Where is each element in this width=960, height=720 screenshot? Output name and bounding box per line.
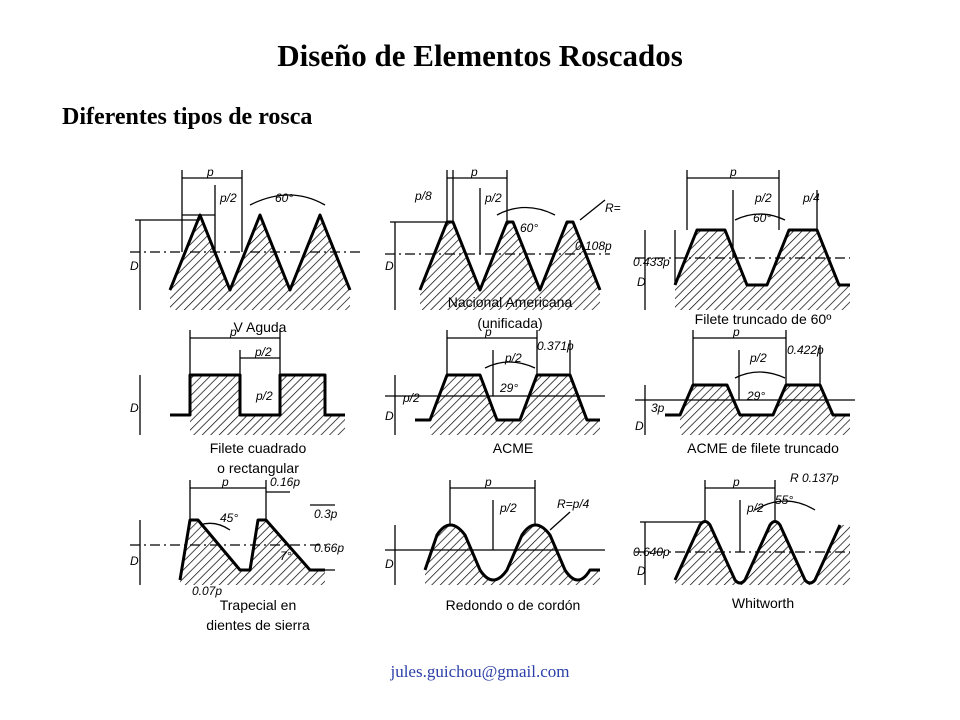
panel-acme-truncado: p p/2 0.422p 29° 3p D ACME de filete tru… bbox=[635, 325, 855, 456]
panel-truncado-60: p p/2 p/4 60° 0.433p D Filete truncado d… bbox=[633, 165, 850, 327]
trapecial-p-label: p bbox=[221, 475, 229, 489]
redondo-caption: Redondo o de cordón bbox=[446, 597, 581, 613]
acme-d-label: D bbox=[385, 409, 394, 423]
cuadrado-h-label: p/2 bbox=[255, 389, 273, 403]
whitworth-caption: Whitworth bbox=[732, 595, 794, 611]
panel-redondo: p p/2 R=p/4 D Redondo o de cordón bbox=[385, 475, 605, 613]
redondo-d-label: D bbox=[385, 557, 394, 571]
acme-p2-label: p/2 bbox=[504, 351, 522, 365]
acme-h-label: p/2 bbox=[402, 391, 420, 405]
whitworth-r-label: R 0.137p bbox=[790, 471, 839, 485]
trapecial-root-label: 0.07p bbox=[192, 584, 222, 598]
cuadrado-d-label: D bbox=[130, 401, 139, 415]
nacional-r-value: 0.108p bbox=[575, 239, 612, 253]
nacional-p-label: p bbox=[470, 165, 478, 179]
acme-p-label: p bbox=[484, 325, 492, 339]
truncado-60-p2-label: p/2 bbox=[754, 191, 772, 205]
acme-truncado-angle-label: 29° bbox=[746, 389, 765, 403]
nacional-p2-label: p/2 bbox=[484, 191, 502, 205]
cuadrado-p-label: p bbox=[229, 325, 237, 339]
footer-email[interactable]: jules.guichou@gmail.com bbox=[390, 662, 570, 681]
trapecial-caption-1: Trapecial en bbox=[220, 597, 297, 613]
trapecial-0-3p-label: 0.3p bbox=[314, 507, 338, 521]
nacional-angle-label: 60° bbox=[520, 221, 538, 235]
thread-types-figure: p p/2 60° D V Aguda p/8 p p/2 60° R= 0.1… bbox=[130, 165, 855, 633]
panel-acme: p p/2 0.371p 29° p/2 D ACME bbox=[385, 325, 605, 456]
cuadrado-caption-1: Filete cuadrado bbox=[210, 440, 307, 456]
v-aguda-d-label: D bbox=[130, 259, 139, 273]
nacional-d-label: D bbox=[385, 259, 394, 273]
redondo-r-label: R=p/4 bbox=[557, 497, 590, 511]
redondo-p2-label: p/2 bbox=[499, 501, 517, 515]
panel-v-aguda: p p/2 60° D V Aguda bbox=[130, 165, 360, 335]
acme-crest-label: 0.371p bbox=[537, 339, 574, 353]
v-aguda-p-label: p bbox=[206, 165, 214, 179]
truncado-60-p-label: p bbox=[729, 165, 737, 179]
trapecial-angle-label: 45° bbox=[220, 511, 238, 525]
acme-caption: ACME bbox=[493, 440, 533, 456]
truncado-60-angle-label: 60° bbox=[753, 211, 771, 225]
v-aguda-p2-label: p/2 bbox=[219, 191, 237, 205]
whitworth-p-label: p bbox=[732, 475, 740, 489]
nacional-caption-1: Nacional Americana bbox=[448, 294, 573, 310]
panel-cuadrado: p p/2 p/2 D Filete cuadrado o rectangula… bbox=[130, 325, 345, 476]
truncado-60-p4-label: p/4 bbox=[802, 191, 820, 205]
panel-nacional: p/8 p p/2 60° R= 0.108p D Nacional Ameri… bbox=[385, 165, 621, 331]
whitworth-d-label: D bbox=[637, 564, 646, 578]
panel-trapecial: p 0.16p 45° 0.3p 0.66p 7° 0.07p D Trapec… bbox=[130, 475, 344, 633]
nacional-p8-label: p/8 bbox=[414, 189, 432, 203]
trapecial-7deg-label: 7° bbox=[280, 549, 292, 563]
acme-truncado-crest-label: 0.422p bbox=[787, 343, 824, 357]
trapecial-d-label: D bbox=[130, 554, 139, 568]
slide-title: Diseño de Elementos Roscados bbox=[277, 38, 683, 73]
trapecial-0-66p-label: 0.66p bbox=[314, 541, 344, 555]
v-aguda-angle-label: 60° bbox=[275, 191, 293, 205]
trapecial-caption-2: dientes de sierra bbox=[206, 617, 310, 633]
nacional-caption-2: (unificada) bbox=[477, 315, 542, 331]
panel-whitworth: p p/2 R 0.137p 55° 0.640p D Whitworth bbox=[633, 471, 850, 611]
trapecial-crest-label: 0.16p bbox=[270, 475, 300, 489]
redondo-p-label: p bbox=[484, 475, 492, 489]
slide-subtitle: Diferentes tipos de rosca bbox=[62, 104, 313, 130]
acme-truncado-p-label: p bbox=[732, 325, 740, 339]
cuadrado-caption-2: o rectangular bbox=[217, 460, 299, 476]
whitworth-p2-label: p/2 bbox=[746, 501, 764, 515]
whitworth-h-label: 0.640p bbox=[633, 545, 670, 559]
cuadrado-p2-label: p/2 bbox=[254, 345, 272, 359]
v-aguda-caption: V Aguda bbox=[234, 319, 287, 335]
acme-truncado-caption: ACME de filete truncado bbox=[687, 440, 839, 456]
truncado-60-caption: Filete truncado de 60º bbox=[695, 311, 832, 327]
whitworth-angle-label: 55° bbox=[775, 493, 793, 507]
truncado-60-h-label: 0.433p bbox=[633, 255, 670, 269]
acme-truncado-d-label: D bbox=[635, 419, 644, 433]
acme-truncado-h-label: 3p bbox=[651, 401, 665, 415]
acme-truncado-p2-label: p/2 bbox=[749, 351, 767, 365]
nacional-r-label: R= bbox=[605, 201, 621, 215]
acme-angle-label: 29° bbox=[499, 381, 518, 395]
truncado-60-d-label: D bbox=[637, 275, 646, 289]
